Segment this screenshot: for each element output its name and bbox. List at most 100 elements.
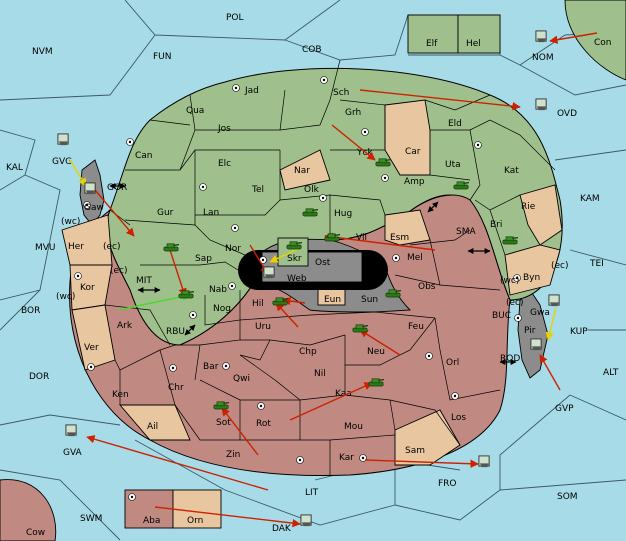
support-arrow-icon — [545, 307, 557, 341]
ship-icon[interactable] — [84, 182, 96, 195]
supply-center-icon — [228, 282, 236, 290]
coast-label-ec-byn: (ec) — [551, 261, 569, 271]
province-label-eun: Eun — [324, 295, 341, 305]
province-label-yck: Yck — [356, 148, 373, 158]
province-label-kaa: Kaa — [335, 389, 352, 399]
supply-center-icon — [361, 128, 369, 136]
ship-icon[interactable] — [535, 30, 547, 43]
move-arrow-icon — [86, 435, 269, 491]
province-esm[interactable] — [384, 209, 431, 246]
province-ail[interactable] — [119, 404, 191, 441]
province-label-sot: Sot — [216, 418, 231, 428]
ship-icon[interactable] — [300, 514, 312, 527]
sea-label-lit: LIT — [305, 488, 319, 498]
supply-center-icon — [514, 314, 522, 322]
supply-center-icon — [87, 363, 95, 371]
province-label-neu: Neu — [367, 347, 385, 357]
sea-label-nom: NOM — [532, 53, 554, 63]
province-label-jad: Jad — [244, 86, 259, 96]
province-hel[interactable] — [457, 14, 501, 54]
support-orders-yellow — [69, 159, 557, 341]
sea-label-cob: COB — [302, 45, 322, 55]
province-sam[interactable] — [394, 409, 461, 466]
province-label-sch: Sch — [333, 88, 349, 98]
province-label-amp: Amp — [404, 177, 425, 187]
province-label-ost: Ost — [315, 258, 331, 268]
supply-center-icon — [513, 274, 521, 282]
sea-label-buc: BUC — [492, 311, 511, 321]
province-aba[interactable] — [124, 489, 174, 529]
province-label-byn: Byn — [523, 273, 540, 283]
province-byn[interactable] — [504, 244, 561, 296]
support-arrow-icon — [69, 159, 87, 187]
province-label-uta: Uta — [445, 160, 461, 170]
ship-icon[interactable] — [535, 98, 547, 111]
move-arrow-icon — [359, 89, 521, 111]
province-label-car: Car — [405, 147, 421, 157]
province-label-sam: Sam — [405, 446, 425, 456]
province-label-web: Web — [287, 274, 307, 284]
sea-label-dor: DOR — [29, 372, 49, 382]
province-label-grh: Grh — [345, 108, 361, 118]
province-label-qua: Qua — [186, 106, 204, 116]
province-orn[interactable] — [172, 489, 222, 529]
move-arrow-icon — [221, 407, 259, 456]
support-orders-green — [117, 292, 191, 311]
sea-label-ovd: OVD — [557, 109, 577, 119]
province-label-gwa: Gwa — [530, 308, 550, 318]
supply-center-icon — [320, 76, 328, 84]
province-label-vil: Vil — [356, 233, 367, 243]
sea-label-swm: SWM — [80, 514, 102, 524]
move-arrow-icon — [94, 189, 135, 237]
province-label-tel: Tel — [251, 185, 264, 195]
province-label-kat: Kat — [504, 166, 519, 176]
province-label-ken: Ken — [112, 390, 129, 400]
move-arrow-icon — [359, 329, 401, 356]
supply-center-icon — [425, 352, 433, 360]
province-nar[interactable] — [279, 149, 331, 191]
coast-label-wc-kor: (wc) — [56, 292, 75, 302]
province-label-orl: Orl — [446, 358, 459, 368]
province-label-rie: Rie — [521, 202, 536, 212]
internal-borders — [104, 59, 556, 475]
sea-label-alt: ALT — [603, 368, 619, 378]
province-label-lan: Lan — [203, 208, 219, 218]
province-label-elf: Elf — [426, 39, 438, 49]
sea-label-mvu: MVU — [35, 243, 56, 253]
province-rie[interactable] — [519, 184, 563, 246]
ship-icon[interactable] — [548, 294, 560, 307]
province-label-aba: Aba — [143, 516, 160, 526]
province-label-kar: Kar — [339, 453, 354, 463]
supply-center-icon — [126, 138, 134, 146]
sea-label-mit: MIT — [136, 276, 152, 286]
sea-label-nvm: NVM — [32, 47, 53, 57]
province-label-chp: Chp — [299, 347, 317, 357]
province-label-elc: Elc — [218, 159, 231, 169]
province-label-ail: Ail — [147, 422, 158, 432]
ship-icon[interactable] — [478, 455, 490, 468]
support-arrow-icon — [269, 247, 301, 263]
lake-inner — [261, 251, 363, 283]
coast-label-ec-kor: (ec) — [110, 266, 128, 276]
province-label-hel: Hel — [466, 39, 481, 49]
coast-label-wc-gaw: (wc) — [61, 217, 80, 227]
ship-icon[interactable] — [263, 266, 275, 279]
province-label-bri: Bri — [490, 220, 502, 230]
move-arrow-icon — [154, 506, 301, 528]
supply-center-icon — [451, 392, 459, 400]
supply-center-icon — [257, 402, 265, 410]
province-label-pir: Pir — [524, 326, 536, 336]
ship-icon[interactable] — [57, 133, 69, 146]
province-label-chr: Chr — [168, 383, 184, 393]
province-label-olk: Olk — [304, 185, 320, 195]
ship-icon[interactable] — [530, 338, 542, 351]
province-label-sun: Sun — [361, 295, 378, 305]
sea-label-sma: SMA — [456, 227, 476, 237]
move-arrow-icon — [289, 382, 373, 421]
move-arrow-icon — [282, 296, 306, 306]
province-label-uru: Uru — [255, 322, 271, 332]
sea-label-rod: ROD — [500, 354, 520, 364]
ship-icon[interactable] — [65, 424, 77, 437]
